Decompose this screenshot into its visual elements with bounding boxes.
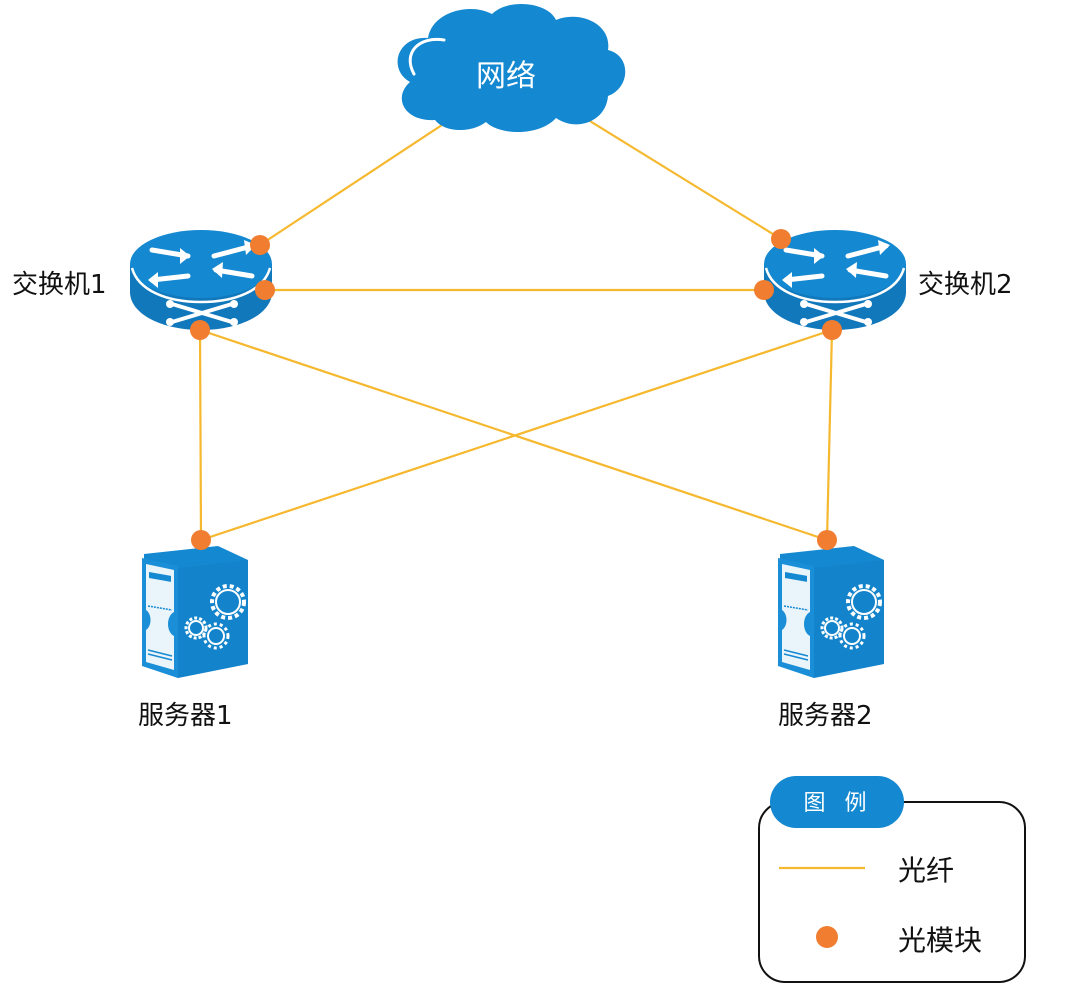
switch-2-label: 交换机2: [918, 270, 1013, 300]
optical-module-dot: [250, 235, 270, 255]
legend-title: 图 例: [804, 791, 873, 816]
fiber-link-switch1-server1: [198, 329, 203, 541]
legend: 图 例 光纤 光模块: [758, 776, 1026, 983]
server-icon: [140, 544, 250, 680]
optical-module-dot: [822, 320, 842, 340]
server-2: 服务器2: [776, 544, 886, 731]
cloud-icon: [397, 3, 626, 133]
optical-module-dot: [190, 320, 210, 340]
legend-box: [758, 801, 1026, 983]
fiber-link-switch2-server1: [200, 328, 833, 542]
server-1: 服务器1: [138, 544, 250, 731]
fiber-link-switch2-server2: [825, 329, 834, 541]
optical-module-dot: [191, 530, 211, 550]
switch-2: 交换机2: [764, 230, 1013, 330]
optical-module-dot: [817, 530, 837, 550]
legend-module-dot-icon: [816, 926, 838, 948]
switch-1-label: 交换机1: [12, 270, 107, 300]
network-cloud: 网络: [397, 3, 626, 133]
fiber-link-cloud-switch1: [259, 122, 446, 246]
server-1-label: 服务器1: [138, 701, 233, 731]
server-icon: [776, 544, 886, 680]
legend-title-badge: [770, 776, 904, 828]
fiber-link-cloud-switch2: [584, 117, 782, 240]
server-2-label: 服务器2: [778, 701, 873, 731]
optical-module-dot: [754, 280, 774, 300]
optical-module-dot: [255, 280, 275, 300]
legend-fiber-label: 光纤: [898, 854, 954, 887]
switch-1: 交换机1: [12, 230, 272, 330]
optical-module-dot: [771, 229, 791, 249]
legend-module-label: 光模块: [898, 924, 982, 957]
cloud-label: 网络: [476, 59, 536, 94]
